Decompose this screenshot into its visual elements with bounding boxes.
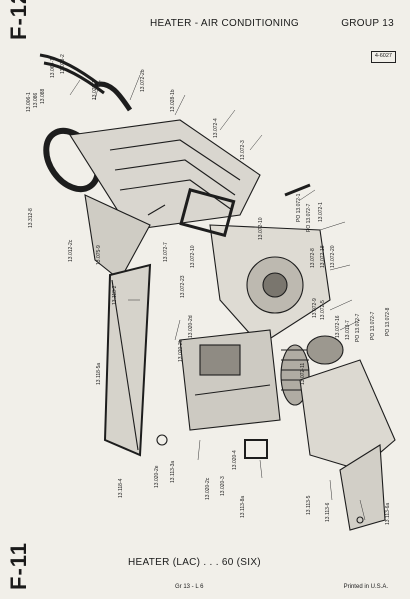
part-label: 13.312-8 xyxy=(28,208,34,228)
part-label: 13.113-8a xyxy=(240,495,246,518)
part-label: 13.088 xyxy=(40,88,46,104)
group-label: GROUP 13 xyxy=(341,18,394,29)
part-label: 13.072-2b xyxy=(140,69,146,92)
part-label: 13.072-10 xyxy=(258,217,264,240)
part-label: 13.028-1 xyxy=(92,80,98,100)
page-code-box: 4-6027 xyxy=(370,51,396,63)
part-label: 13.072-23 xyxy=(180,275,186,298)
part-label: 13.012-2c xyxy=(68,239,74,262)
section-tab-bottom: F-11 xyxy=(6,541,31,590)
part-label: 13.072-3 xyxy=(240,140,246,160)
part-label: 13.028-2 xyxy=(60,54,66,74)
figure-caption: HEATER (LAC) . . . 60 (SIX) xyxy=(128,557,261,568)
part-label: 13.072-8 xyxy=(310,248,316,268)
part-label: 13.072-20 xyxy=(330,245,336,268)
part-label: 13.072-16 xyxy=(335,315,341,338)
part-label: 13.072-5 xyxy=(320,300,326,320)
part-label: 13.072-18 xyxy=(320,245,326,268)
part-label: PO 13.072-7 xyxy=(355,313,361,342)
part-label: 13.118-4 xyxy=(118,478,124,498)
part-label: 13.013-7 xyxy=(345,320,351,340)
footer-reference: Gr 13 - L 6 xyxy=(175,584,204,590)
part-label: 13.006-1 xyxy=(26,92,32,112)
part-label: 13.020-2e xyxy=(154,465,160,488)
part-label: 13.020-2d xyxy=(188,315,194,338)
part-label: 13.072-7 xyxy=(163,242,169,262)
part-label: 13.072-4 xyxy=(213,118,219,138)
page-title: HEATER - AIR CONDITIONING xyxy=(150,18,299,29)
part-label: 13.113-6 xyxy=(325,502,331,522)
part-label: PO 13.072-7 xyxy=(370,311,376,340)
part-label: 13.020-3 xyxy=(220,476,226,496)
part-label: 13.072-11 xyxy=(300,362,306,385)
part-label: 13.086 xyxy=(33,92,39,108)
part-label: PO 13.072-7 xyxy=(306,203,312,232)
part-label: 13.069-1 xyxy=(50,58,56,78)
part-label: 13.072-9 xyxy=(312,298,318,318)
part-label: 13.020-4 xyxy=(232,450,238,470)
part-label: 13.020-2b xyxy=(178,339,184,362)
part-label: 13.072-10 xyxy=(190,245,196,268)
part-label: 13.072-1 xyxy=(318,202,324,222)
footer-printed: Printed in U.S.A. xyxy=(343,584,388,590)
part-label: 13.075-9 xyxy=(96,245,102,265)
part-label: 13.020-2c xyxy=(205,477,211,500)
part-label: 13.118-5a xyxy=(96,362,102,385)
section-tab-top: F-12 xyxy=(6,0,31,40)
part-label: PO 13.072-8 xyxy=(385,307,391,336)
part-label: 13.113-3a xyxy=(170,460,176,483)
part-label: 13.113-5 xyxy=(306,495,312,515)
part-label: 13.118-2 xyxy=(112,285,118,305)
part-label: 13.113-6a xyxy=(385,502,391,525)
part-label: 13.028-1b xyxy=(170,89,176,112)
part-label: PO 13.072-1 xyxy=(296,193,302,222)
